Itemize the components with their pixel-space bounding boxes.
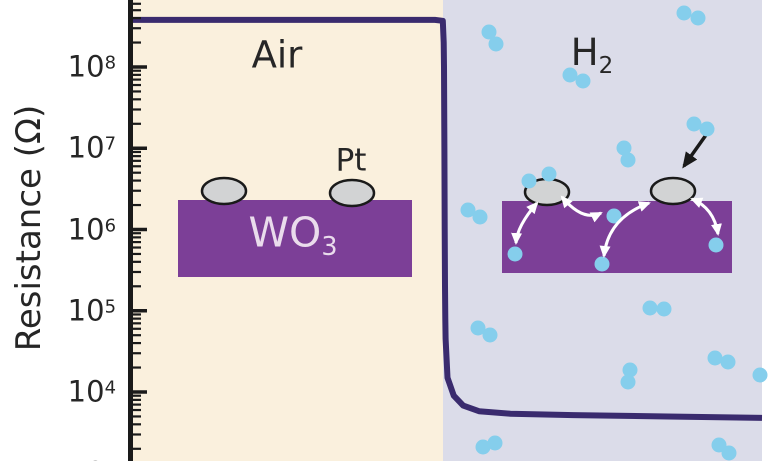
- h2-molecule-dot: [487, 435, 503, 451]
- wo3-label-base: WO: [248, 208, 322, 257]
- h2-molecule-dot: [562, 67, 578, 83]
- h2-molecule-dot: [676, 5, 692, 21]
- y-tick-label-1e5: 105: [67, 293, 116, 328]
- y-tick-label-1e8: 108: [67, 49, 116, 84]
- air-inset: [178, 176, 412, 277]
- h2-molecule-dot: [707, 350, 723, 366]
- y-tick-label-1e4: 104: [67, 374, 116, 409]
- pt-particle: [328, 178, 376, 208]
- h2-molecule-dot: [481, 24, 497, 40]
- resistance-curve: [133, 16, 763, 421]
- wo3-label-subscript: 3: [321, 231, 338, 262]
- h2-molecule-dot: [752, 367, 768, 383]
- h2-molecule-dot: [460, 202, 476, 218]
- h2-molecule-dot: [472, 209, 488, 225]
- h2-molecule-dot: [642, 300, 658, 316]
- hydrogen-atom: [507, 246, 523, 262]
- h2-molecule-dot: [699, 121, 715, 137]
- h2-molecule-dot: [482, 327, 498, 343]
- spillover-arrow: [560, 195, 603, 223]
- wo3-substrate-air: [178, 200, 412, 277]
- h2-molecule-dot: [470, 320, 486, 336]
- y-axis-spine: [128, 0, 133, 461]
- h2-molecules: [460, 5, 768, 461]
- spillover-arrow: [599, 201, 651, 258]
- hydrogen-atom: [541, 166, 557, 182]
- h2-molecule-dot: [620, 152, 636, 168]
- wo3-substrate-label: WO3: [249, 212, 338, 259]
- h2-region-label: H2: [571, 34, 613, 78]
- h2-molecule-dot: [620, 374, 636, 390]
- spillover-arrow: [511, 201, 539, 245]
- h2-label-base: H: [570, 31, 599, 75]
- spillover-arrows: [511, 133, 722, 258]
- h2-inset: [502, 166, 732, 273]
- h2-label-subscript: 2: [598, 53, 614, 80]
- gas-inlet-arrow: [682, 133, 708, 169]
- h2-molecule-dot: [721, 445, 737, 461]
- pt-particle-label: Pt: [335, 142, 367, 179]
- air-region-label: Air: [252, 37, 303, 74]
- pt-particle: [649, 176, 697, 206]
- h2-molecule-dot: [575, 73, 591, 89]
- air-region-label-text: Air: [251, 33, 303, 77]
- hydrogen-atom: [594, 256, 610, 272]
- spillover-arrow: [690, 197, 722, 236]
- h2-molecule-dot: [711, 437, 727, 453]
- h2-molecule-dot: [488, 36, 504, 52]
- h2-molecule-dot: [475, 439, 491, 455]
- h2-molecule-dot: [720, 354, 736, 370]
- h2-molecule-dot: [686, 116, 702, 132]
- h2-molecule-dot: [690, 10, 706, 26]
- y-tick-label-1e7: 107: [67, 130, 116, 165]
- h2-molecule-dot: [656, 301, 672, 317]
- h2-molecule-dot: [616, 140, 632, 156]
- hydrogen-atom: [708, 237, 724, 253]
- y-axis: [128, 0, 147, 461]
- h2-molecule-dot: [622, 362, 638, 378]
- hydrogen-atom: [521, 173, 537, 189]
- y-tick-label-1e6: 106: [67, 212, 116, 246]
- y-axis-title: Resistance (Ω): [9, 104, 49, 352]
- pt-particle: [200, 176, 248, 206]
